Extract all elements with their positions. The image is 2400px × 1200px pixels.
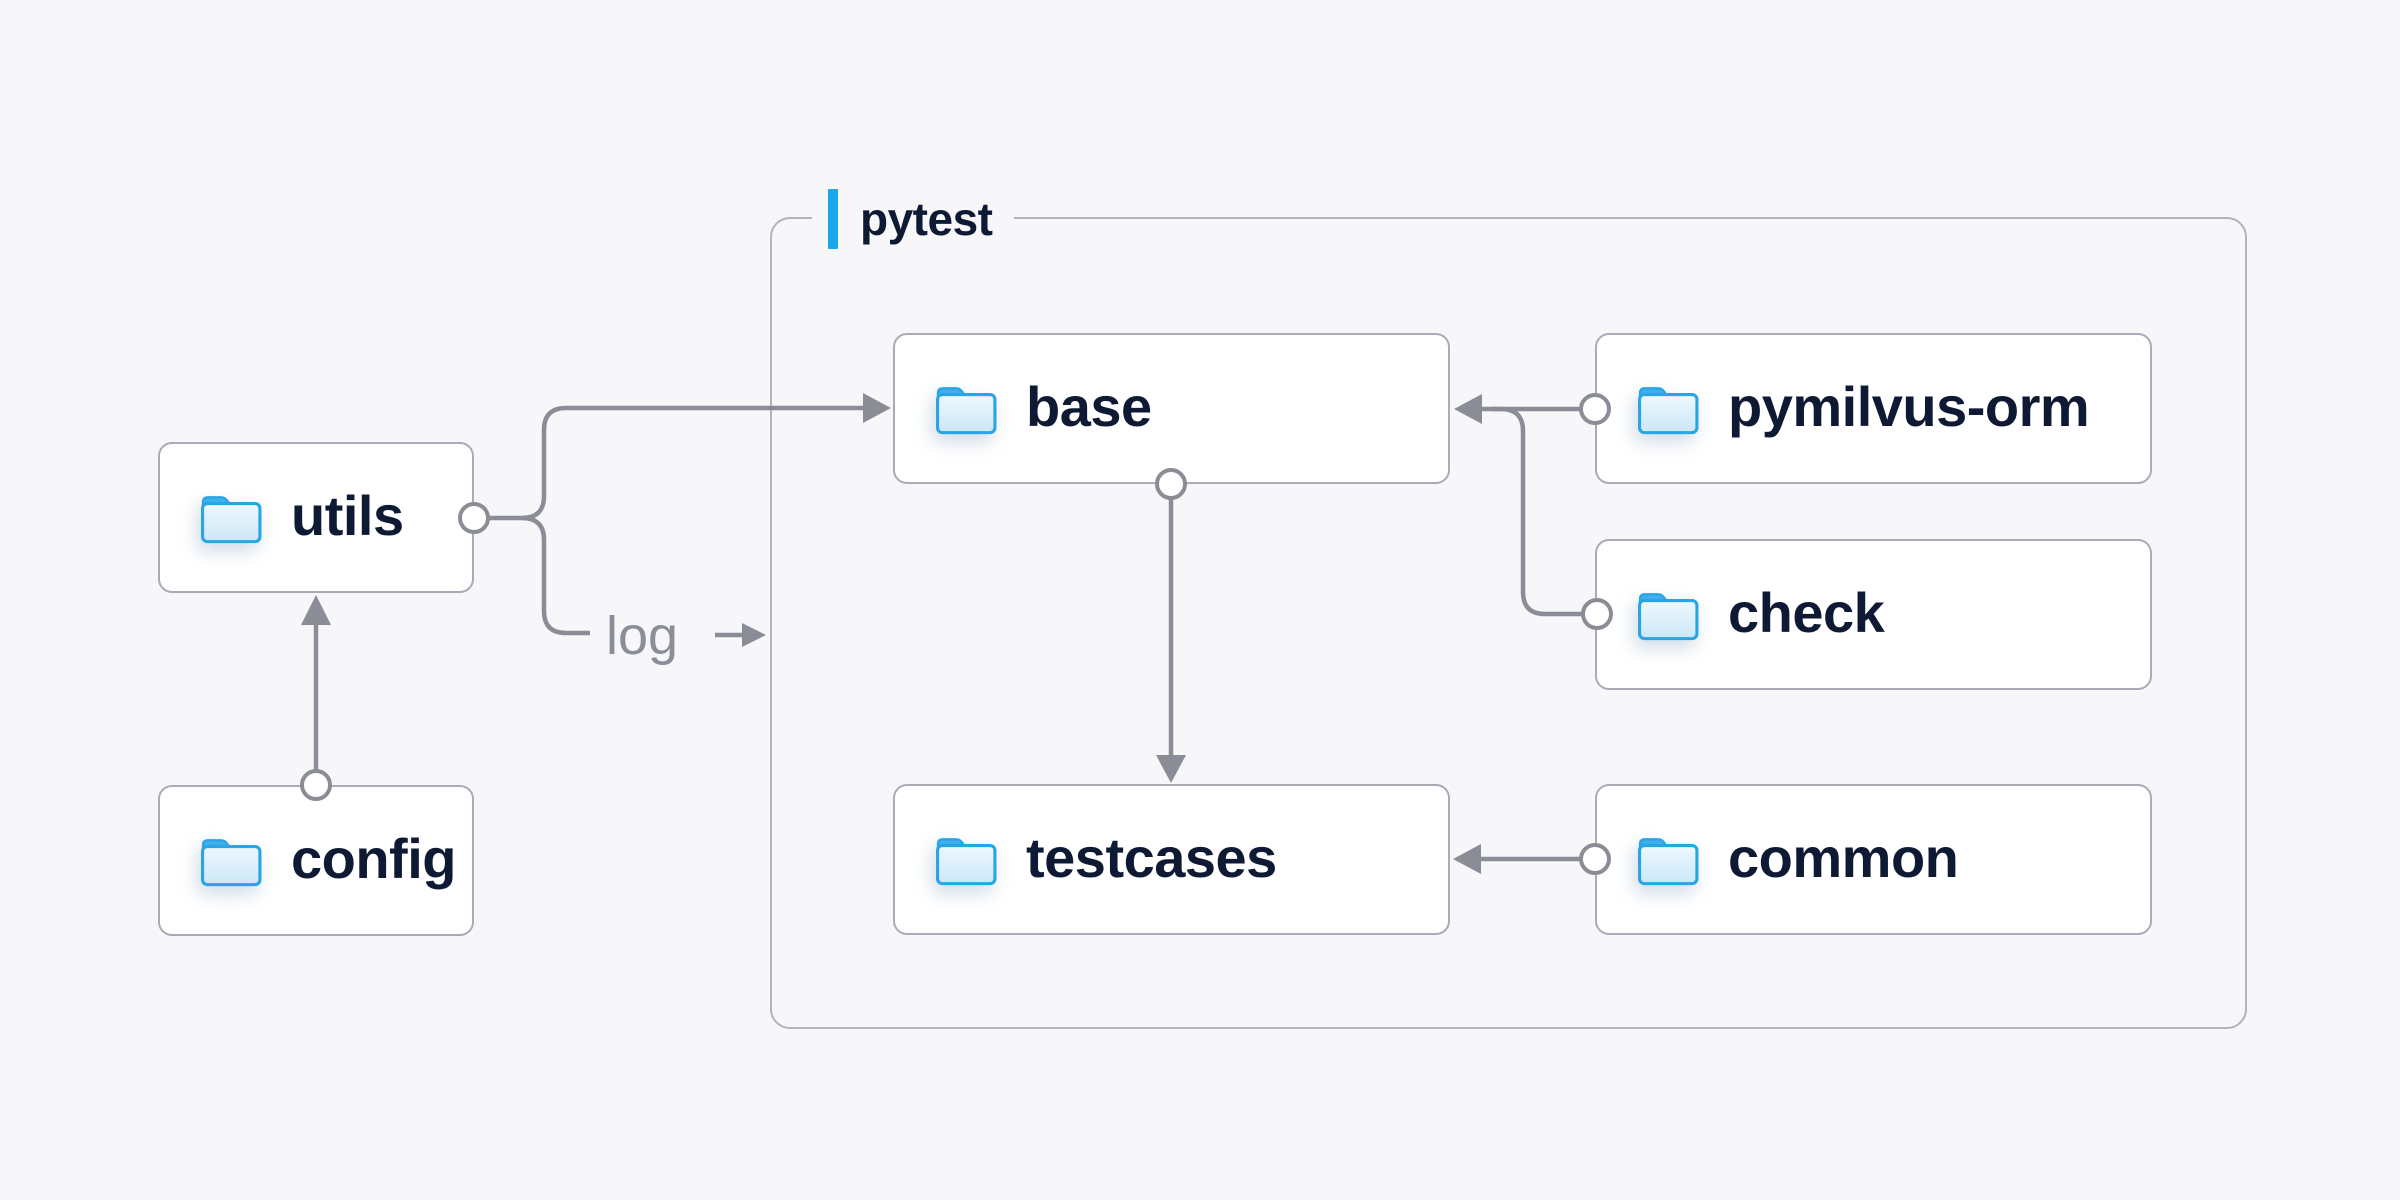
node-utils: utils [158, 442, 474, 593]
node-label: utils [291, 483, 404, 547]
pytest-group-container: pytest [770, 188, 2247, 1029]
node-label: check [1728, 580, 1885, 644]
arrowhead-up-icon [301, 595, 331, 625]
folder-icon [198, 834, 264, 888]
arrowhead-right-icon [742, 623, 766, 647]
node-config: config [158, 785, 474, 936]
node-pymilvus-orm: pymilvus-orm [1595, 333, 2152, 484]
node-base: base [893, 333, 1450, 484]
pytest-group-label: pytest [812, 188, 1015, 250]
node-label: config [291, 826, 456, 890]
folder-icon [1635, 382, 1701, 436]
node-label: testcases [1026, 825, 1277, 889]
edge-utils-to-log: log [521, 515, 766, 666]
folder-icon [198, 491, 264, 545]
node-check: check [1595, 539, 2152, 690]
node-testcases: testcases [893, 784, 1450, 935]
folder-icon [933, 382, 999, 436]
folder-icon [1635, 833, 1701, 887]
node-label: base [1026, 374, 1152, 438]
folder-icon [1635, 588, 1701, 642]
node-label: common [1728, 825, 1959, 889]
group-label-text: pytest [860, 193, 993, 245]
folder-icon [933, 833, 999, 887]
node-label: pymilvus-orm [1728, 374, 2090, 438]
edge-label-log: log [606, 606, 678, 666]
edge-config-to-utils [300, 595, 332, 801]
accent-bar [828, 189, 838, 249]
node-common: common [1595, 784, 2152, 935]
